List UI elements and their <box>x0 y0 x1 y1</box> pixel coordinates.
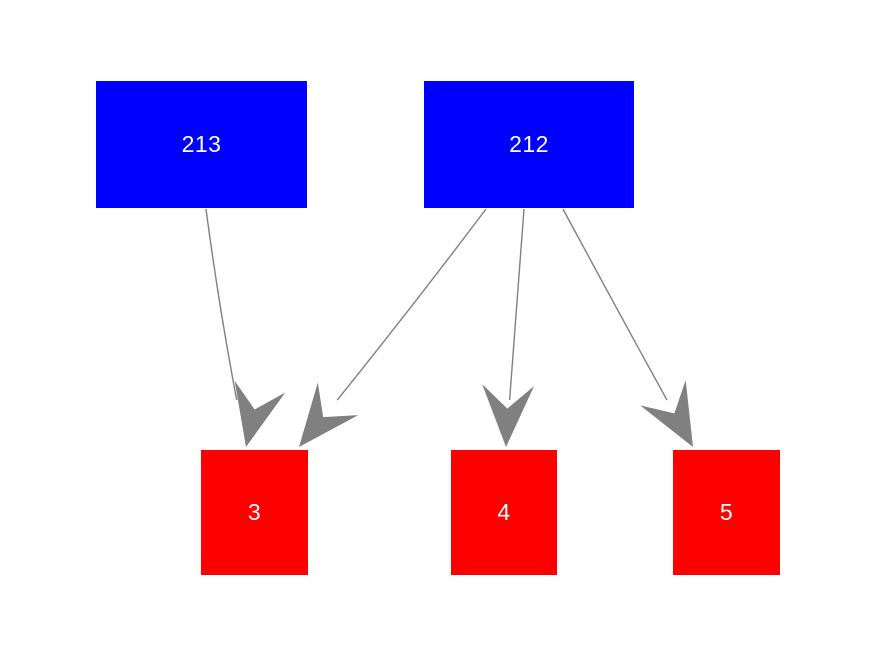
edge-shaft <box>336 208 487 401</box>
node-213[interactable]: 213 <box>96 81 307 208</box>
arrowhead <box>482 384 535 447</box>
node-label: 213 <box>181 131 222 157</box>
edge-213-3 <box>205 208 286 447</box>
node-4[interactable]: 4 <box>451 450 557 575</box>
node-label: 4 <box>497 499 511 525</box>
node-3[interactable]: 3 <box>201 450 308 575</box>
edge-shaft <box>508 208 525 401</box>
node-label: 5 <box>719 499 734 525</box>
arrowhead <box>640 380 693 447</box>
node-212[interactable]: 212 <box>424 81 634 208</box>
edge-212-4 <box>482 208 535 447</box>
edge-shaft <box>562 208 668 401</box>
arrowhead <box>299 382 359 447</box>
edge-212-5 <box>562 208 693 447</box>
arrowhead <box>234 380 286 447</box>
node-5[interactable]: 5 <box>673 450 780 575</box>
edge-212-3 <box>299 208 487 447</box>
node-label: 3 <box>247 499 262 525</box>
edge-shaft <box>205 208 238 401</box>
node-label: 212 <box>509 131 549 157</box>
